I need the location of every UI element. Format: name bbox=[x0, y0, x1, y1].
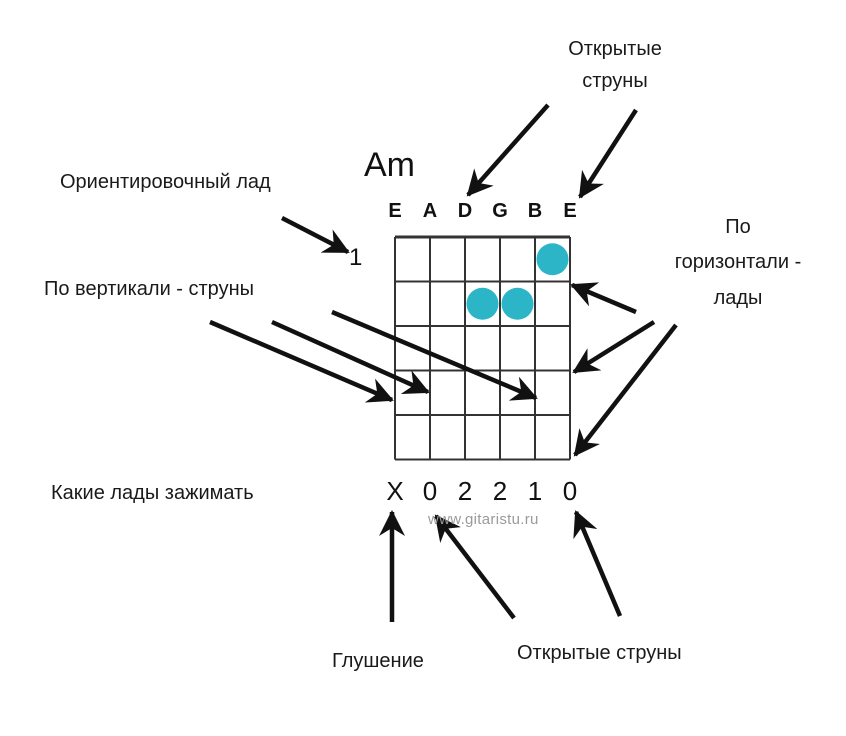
fret-state-5: 1 bbox=[527, 476, 543, 506]
string-name-5: B bbox=[527, 200, 543, 222]
finger-dots bbox=[466, 243, 569, 320]
label-reference-fret: Ориентировочный лад bbox=[60, 171, 271, 193]
label-open-strings-top-line2: струны bbox=[582, 70, 648, 92]
arrow-vertical-string-e bbox=[209, 319, 394, 403]
fret-state-6: 0 bbox=[562, 476, 578, 506]
arrow-reference-fret bbox=[280, 215, 350, 255]
watermark: www.gitaristu.ru bbox=[428, 511, 539, 528]
label-which-frets: Какие лады зажимать bbox=[51, 482, 254, 504]
label-muting: Глушение bbox=[332, 650, 424, 672]
arrow-open-string-e bbox=[578, 108, 638, 199]
arrow-horizontal-fret-3 bbox=[573, 323, 678, 457]
label-horizontal-line3: лады bbox=[713, 287, 763, 309]
fret-state-3: 2 bbox=[457, 476, 473, 506]
fret-state-1: X bbox=[386, 476, 404, 506]
arrow-vertical-string-a bbox=[271, 319, 430, 395]
fret-state-4: 2 bbox=[492, 476, 508, 506]
label-open-strings-bottom: Открытые струны bbox=[517, 642, 682, 664]
arrow-open-string-e-bottom bbox=[573, 510, 623, 617]
label-open-strings-top-line1: Открытые bbox=[568, 38, 662, 60]
finger-dot-3 bbox=[501, 287, 534, 320]
arrow-open-string-d bbox=[466, 103, 550, 197]
string-name-2: A bbox=[422, 200, 438, 222]
string-name-6: E bbox=[563, 200, 577, 222]
string-name-4: G bbox=[492, 200, 508, 222]
start-fret-number: 1 bbox=[349, 244, 363, 271]
string-name-3: D bbox=[457, 200, 473, 222]
label-horizontal-line1: По bbox=[725, 216, 751, 238]
label-vertical-strings: По вертикали - струны bbox=[44, 278, 254, 300]
fret-state-2: 0 bbox=[422, 476, 438, 506]
arrow-horizontal-fret-2 bbox=[572, 320, 656, 374]
fretboard-grid bbox=[394, 235, 571, 461]
chord-name: Am bbox=[364, 146, 415, 184]
annotation-arrows bbox=[209, 103, 678, 622]
arrow-horizontal-fret-1 bbox=[570, 282, 637, 315]
label-horizontal-line2: горизонтали - bbox=[674, 251, 802, 273]
finger-dot-2 bbox=[466, 287, 499, 320]
finger-dot-1 bbox=[536, 243, 569, 276]
string-name-1: E bbox=[388, 200, 402, 222]
arrow-open-string-a bbox=[434, 514, 516, 620]
arrow-vertical-string-b bbox=[331, 309, 538, 401]
